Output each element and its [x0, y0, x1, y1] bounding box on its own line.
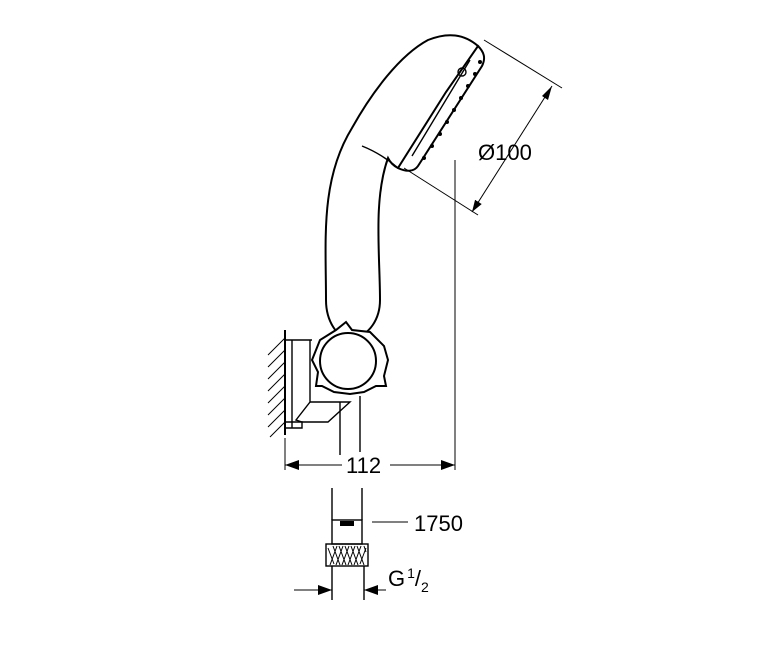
hose-length-label: 1750	[414, 511, 463, 536]
hose-lower	[325, 488, 369, 600]
hose-upper	[339, 396, 361, 455]
hand-shower	[324, 34, 486, 340]
width-dimension: 112	[285, 452, 455, 478]
hose-length-dimension: 1750	[372, 511, 463, 536]
wall	[267, 330, 286, 438]
wall-bracket	[286, 339, 352, 429]
shower-holder	[310, 320, 390, 396]
width-label: 112	[346, 453, 381, 478]
diameter-label: Ø100	[478, 140, 532, 165]
diameter-dimension: Ø100	[403, 39, 563, 216]
